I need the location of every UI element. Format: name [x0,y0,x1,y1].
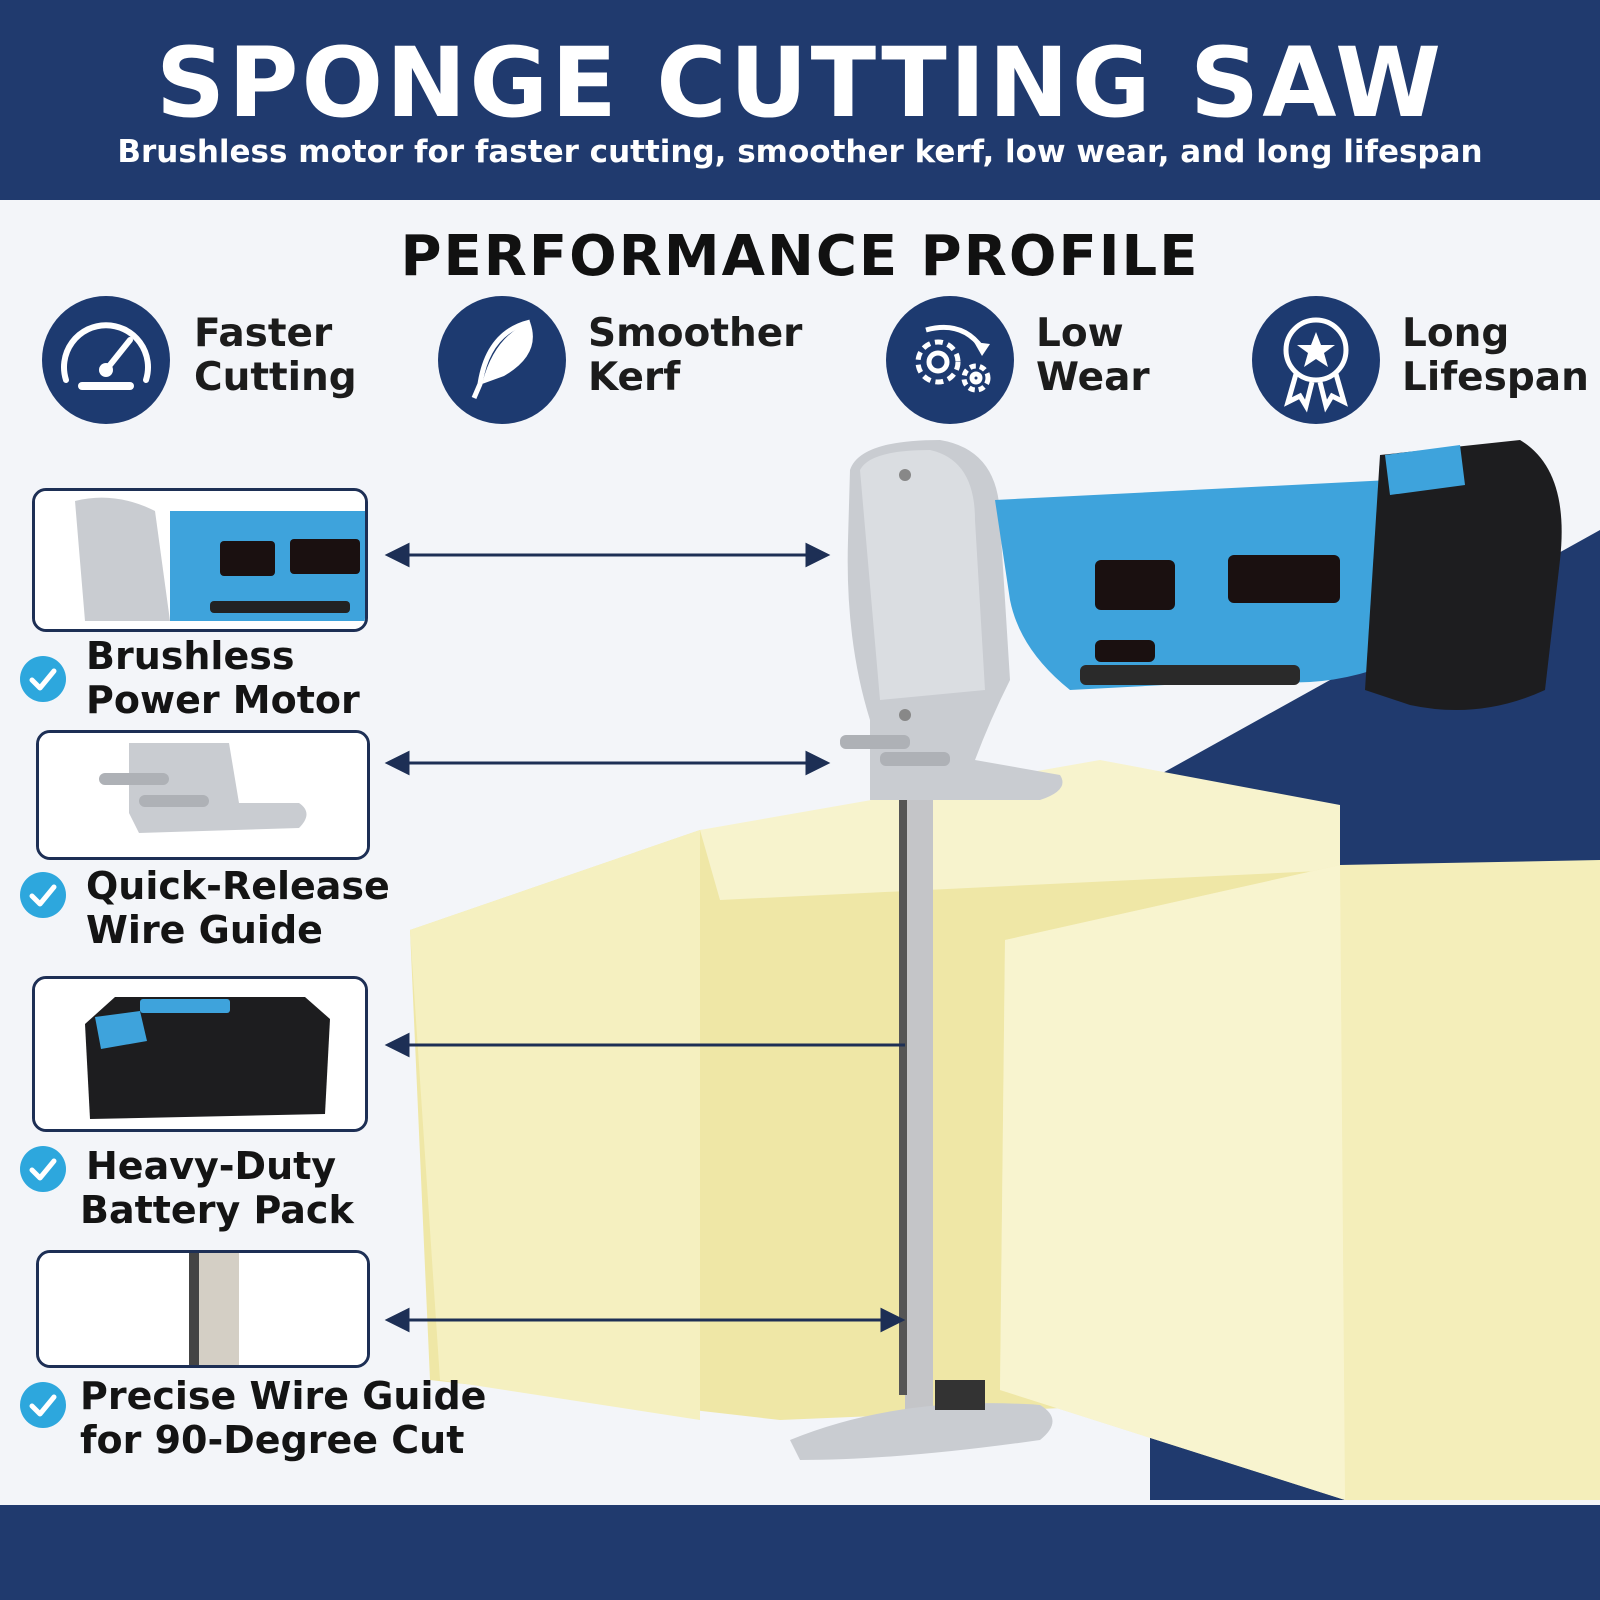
detail-line1: Brushless [86,634,295,678]
saw-tool [840,440,1562,800]
detail-line2: Wire Guide [86,908,323,952]
check-icon [20,656,66,702]
footer-banner [0,1505,1600,1600]
saw-blade-teeth [899,795,907,1395]
feature-line1: Long [1402,311,1510,356]
section-title: PERFORMANCE PROFILE [400,224,1200,289]
feather-icon [438,296,566,424]
check-icon [20,1382,66,1428]
detail-line2: Power Motor [86,678,360,722]
speedometer-icon [42,296,170,424]
page-title: SPONGE CUTTING SAW [155,27,1445,139]
detail-line2: for 90-Degree Cut [80,1418,465,1462]
thumbnail-motor [32,488,368,632]
saw-blade [905,795,933,1425]
detail-line1: Precise Wire Guide [80,1374,487,1418]
feature-line2: Cutting [194,355,357,400]
feature-line2: Kerf [588,355,681,400]
feature-line1: Faster [194,311,333,356]
gears-icon [886,296,1014,424]
feature-line1: Smoother [588,311,803,356]
thumbnail-battery [32,976,368,1132]
feature-line1: Low [1036,311,1124,356]
saw-base-plate [790,1403,1053,1460]
feature-line2: Wear [1036,355,1150,400]
detail-line2: Battery Pack [80,1188,354,1232]
check-icon [20,1146,66,1192]
detail-line1: Quick-Release [86,864,390,908]
product-illustration [384,440,1600,1500]
callout-arrows [384,542,906,1333]
thumbnail-wire-guide [36,730,370,860]
thumbnail-precise-guide [36,1250,370,1368]
award-medal-icon [1252,296,1380,424]
detail-line1: Heavy-Duty [86,1144,337,1188]
feature-line2: Lifespan [1402,355,1589,400]
check-icon [20,872,66,918]
foam-block-right [1000,860,1600,1500]
header-banner [0,0,1600,200]
page-subtitle: Brushless motor for faster cutting, smoo… [117,134,1483,170]
